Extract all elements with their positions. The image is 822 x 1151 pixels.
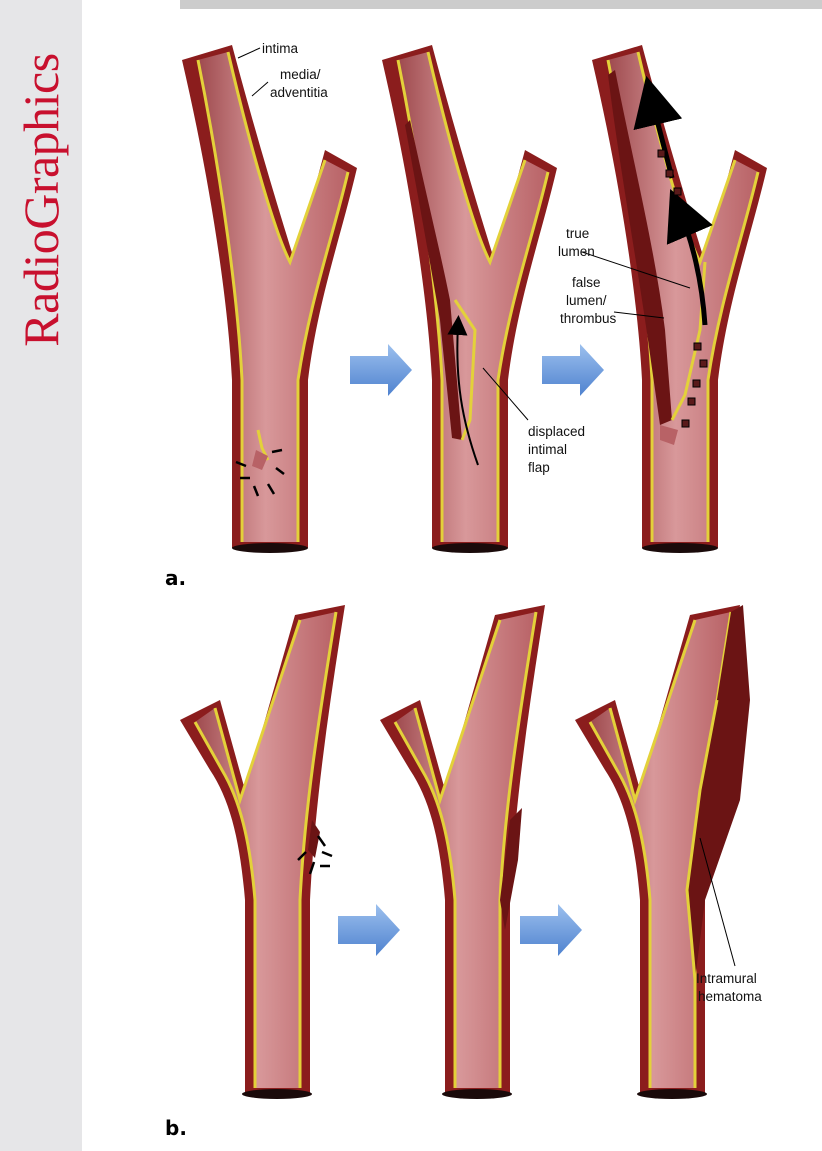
vessel-a1 — [180, 43, 359, 555]
true-lumen-leader — [581, 251, 691, 289]
intima-leader — [237, 47, 261, 59]
hematoma-leader — [699, 837, 736, 967]
vessel-b1 — [178, 603, 347, 1101]
vessel-b2 — [378, 603, 547, 1101]
panel-a: intima media/ adventitia true lumen fals… — [180, 41, 769, 555]
label-hematoma-1: Intramural — [696, 971, 757, 986]
progression-arrow-a1 — [350, 344, 412, 396]
label-media-1: media/ — [280, 67, 321, 82]
media-leader — [251, 81, 269, 97]
progression-arrow-a2 — [542, 344, 604, 396]
progression-arrow-b2 — [520, 904, 582, 956]
label-hematoma-2: hematoma — [698, 989, 762, 1004]
flap-leader — [482, 367, 529, 421]
label-false-2: lumen/ — [566, 293, 607, 308]
tear-marks-b — [297, 835, 333, 875]
label-flap-1: displaced — [528, 424, 585, 439]
vessel-a2 — [380, 43, 559, 555]
panel-a-label: a. — [165, 566, 187, 590]
tear-marks-a — [235, 448, 285, 497]
panel-b: Intramural hematoma — [178, 603, 762, 1101]
label-true-1: true — [566, 226, 589, 241]
label-flap-2: intimal — [528, 442, 567, 457]
false-lumen-leader — [613, 311, 665, 319]
panel-b-label: b. — [165, 1116, 187, 1140]
label-flap-3: flap — [528, 460, 550, 475]
label-false-1: false — [572, 275, 601, 290]
label-intima: intima — [262, 41, 299, 56]
label-media-2: adventitia — [270, 85, 328, 100]
journal-sidebar: RadioGraphics — [0, 0, 82, 1151]
top-rule — [180, 0, 822, 9]
label-true-2: lumen — [558, 244, 595, 259]
label-false-3: thrombus — [560, 311, 617, 326]
progression-arrow-b1 — [338, 904, 400, 956]
